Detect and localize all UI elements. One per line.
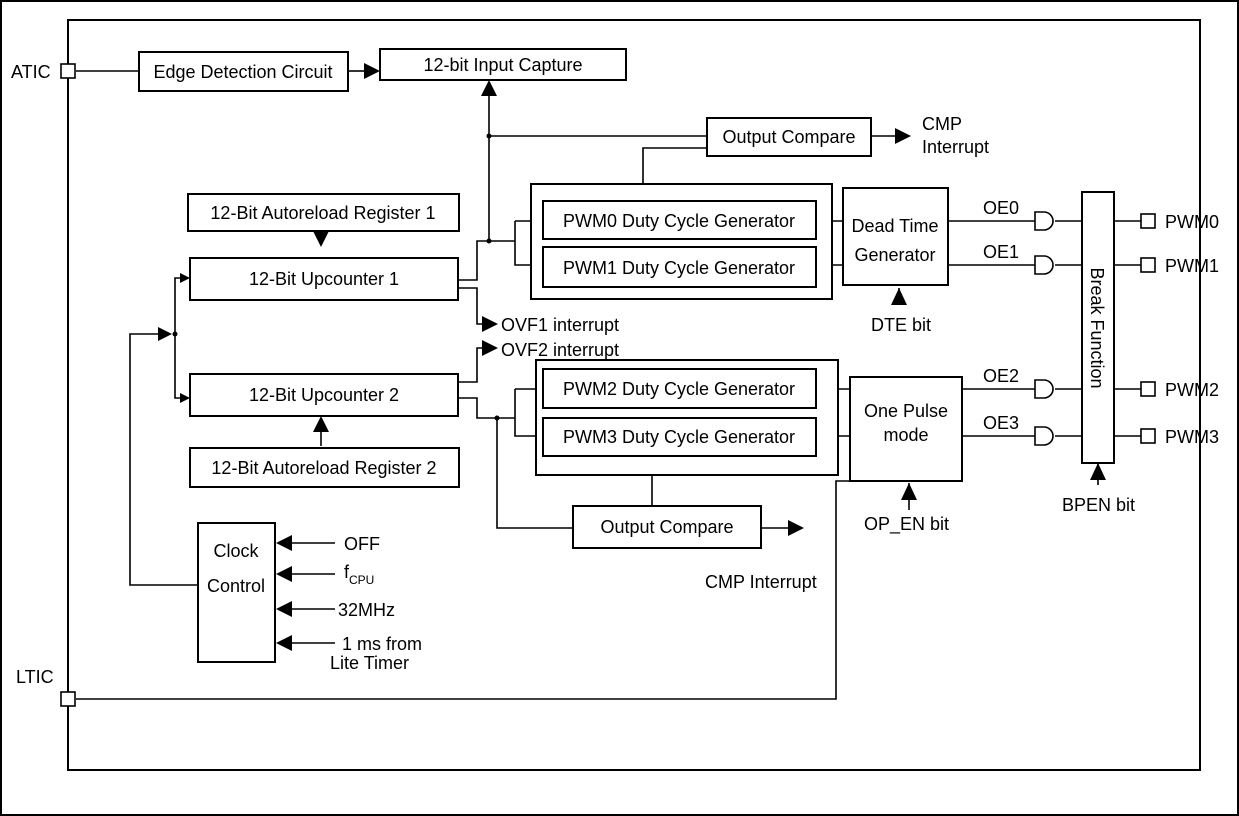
upcounter-2-block: 12-Bit Upcounter 2 — [189, 373, 459, 417]
upcounter-2-label: 12-Bit Upcounter 2 — [249, 385, 399, 405]
output-compare-bottom-label: Output Compare — [600, 517, 733, 537]
ltic-pin — [60, 691, 76, 707]
bpen-bit-label: BPEN bit — [1062, 495, 1135, 515]
pwm3-generator-label: PWM3 Duty Cycle Generator — [563, 427, 795, 447]
pwm1-generator-label: PWM1 Duty Cycle Generator — [563, 258, 795, 278]
one-pulse-mode-block: One Pulse mode — [849, 376, 963, 482]
dead-time-line1: Dead Time — [851, 216, 938, 236]
clock-source-1ms-line2: Lite Timer — [330, 653, 409, 673]
break-function-label: Break Function — [1087, 267, 1107, 388]
junction-dot — [494, 415, 500, 421]
pwm3-label: PWM3 — [1165, 427, 1219, 447]
ovf1-interrupt-label: OVF1 interrupt — [501, 315, 619, 335]
ltic-label: LTIC — [16, 667, 54, 687]
output-compare-bottom-block: Output Compare — [572, 505, 762, 549]
pwm01-generator-group: PWM0 Duty Cycle Generator PWM1 Duty Cycl… — [530, 183, 833, 300]
pwm3-pin — [1140, 428, 1156, 444]
pwm0-pin — [1140, 213, 1156, 229]
input-capture-label: 12-bit Input Capture — [423, 55, 582, 75]
oe0-label: OE0 — [983, 198, 1019, 218]
clock-control-block: Clock Control — [197, 522, 276, 663]
pwm0-generator-label: PWM0 Duty Cycle Generator — [563, 211, 795, 231]
dte-bit-label: DTE bit — [871, 315, 931, 335]
edge-detection-block: Edge Detection Circuit — [138, 51, 349, 92]
pwm23-generator-group: PWM2 Duty Cycle Generator PWM3 Duty Cycl… — [535, 359, 839, 476]
one-pulse-line2: mode — [883, 425, 928, 445]
cmp-interrupt-top-line1: CMP — [922, 114, 962, 134]
pwm2-label: PWM2 — [1165, 380, 1219, 400]
cmp-interrupt-top-line2: Interrupt — [922, 137, 989, 157]
junction-dot — [486, 238, 492, 244]
upcounter-1-block: 12-Bit Upcounter 1 — [189, 257, 459, 301]
one-pulse-line1: One Pulse — [864, 401, 948, 421]
input-capture-block: 12-bit Input Capture — [379, 48, 627, 81]
autoreload-register-2-block: 12-Bit Autoreload Register 2 — [189, 447, 460, 488]
autoreload-register-2-label: 12-Bit Autoreload Register 2 — [211, 458, 436, 478]
oe1-label: OE1 — [983, 242, 1019, 262]
oe3-label: OE3 — [983, 413, 1019, 433]
dead-time-line2: Generator — [854, 245, 935, 265]
dead-time-generator-block: Dead Time Generator — [842, 187, 949, 286]
ovf2-interrupt-label: OVF2 interrupt — [501, 340, 619, 360]
atic-label: ATIC — [11, 62, 51, 82]
clock-source-32mhz: 32MHz — [338, 600, 395, 620]
op-en-bit-label: OP_EN bit — [864, 514, 949, 535]
pwm2-generator-label: PWM2 Duty Cycle Generator — [563, 379, 795, 399]
autoreload-register-1-label: 12-Bit Autoreload Register 1 — [210, 203, 435, 223]
output-compare-top-block: Output Compare — [706, 117, 872, 157]
oe2-label: OE2 — [983, 366, 1019, 386]
clock-source-1ms-line1: 1 ms from — [342, 634, 422, 654]
peripheral-boundary — [67, 19, 1201, 771]
pwm1-label: PWM1 — [1165, 256, 1219, 276]
output-compare-top-label: Output Compare — [722, 127, 855, 147]
clock-source-fcpu: fCPU — [344, 562, 374, 587]
clock-control-line1: Clock — [213, 541, 259, 561]
pwm1-pin — [1140, 257, 1156, 273]
arrowheads — [158, 63, 1106, 651]
clock-source-off: OFF — [344, 534, 380, 554]
and-gate-icon — [1034, 211, 1054, 446]
upcounter-1-label: 12-Bit Upcounter 1 — [249, 269, 399, 289]
atic-pin — [60, 63, 76, 79]
cmp-interrupt-bottom-label: CMP Interrupt — [705, 572, 817, 592]
pwm2-pin — [1140, 381, 1156, 397]
edge-detection-label: Edge Detection Circuit — [153, 62, 332, 82]
junction-dot — [486, 133, 492, 139]
autoreload-register-1-block: 12-Bit Autoreload Register 1 — [187, 193, 460, 232]
break-function-block: Break Function — [1081, 191, 1115, 464]
clock-control-line2: Control — [207, 576, 265, 596]
pwm0-label: PWM0 — [1165, 212, 1219, 232]
junction-dot — [172, 331, 178, 337]
